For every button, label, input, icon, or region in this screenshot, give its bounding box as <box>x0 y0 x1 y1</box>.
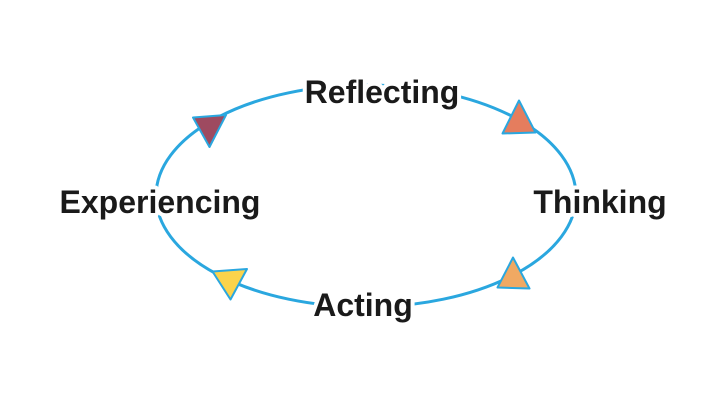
label-thinking: Thinking <box>533 184 666 220</box>
label-experiencing: Experiencing <box>60 184 261 220</box>
arrowhead-top-right-icon <box>501 99 537 135</box>
arrowhead-top-left-icon <box>192 114 227 148</box>
label-reflecting: Reflecting <box>305 74 460 110</box>
arrowhead-bottom-left-icon <box>211 268 248 301</box>
label-acting: Acting <box>313 287 413 323</box>
arrowhead-bottom-right-icon <box>496 256 531 290</box>
cycle-ellipse <box>154 83 578 309</box>
